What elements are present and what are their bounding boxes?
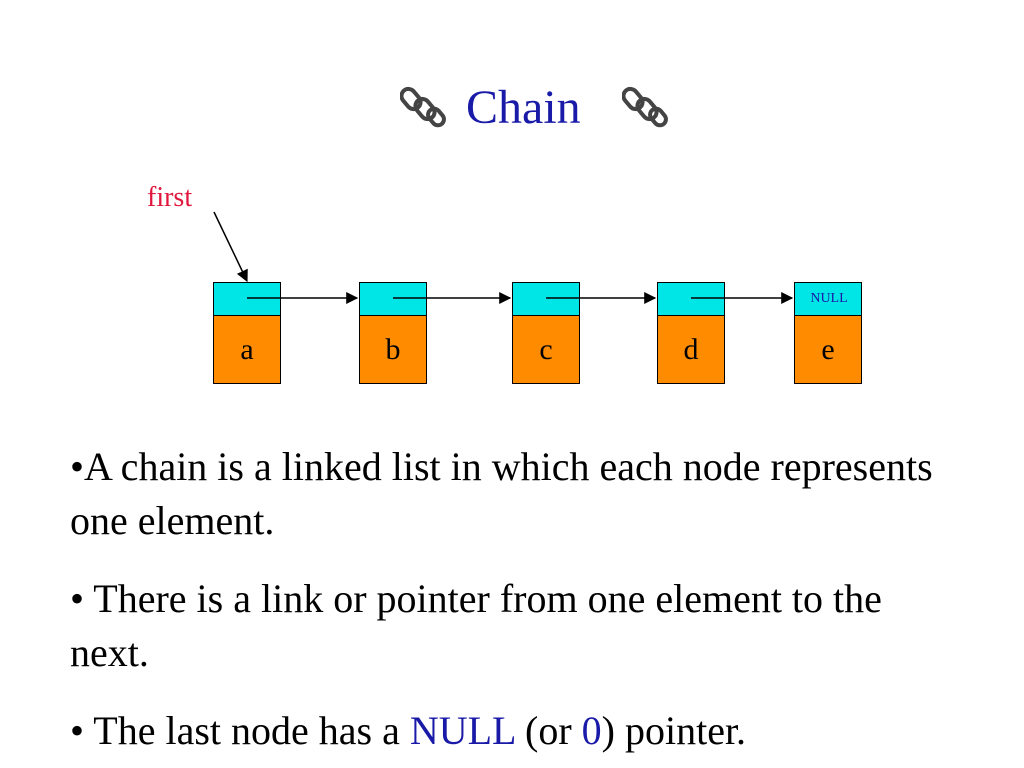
bullet-item: • There is a link or pointer from one el…: [70, 576, 882, 675]
bullet-text: • The last node has a: [70, 708, 410, 753]
node-pointer-field: NULL: [794, 282, 862, 316]
chain-link-icon: [400, 86, 446, 128]
bullet-item: •A chain is a linked list in which each …: [70, 444, 933, 543]
node-value: e: [794, 315, 862, 384]
first-arrow: [213, 211, 248, 283]
node-a: a: [213, 282, 281, 384]
null-pointer-label: NULL: [810, 291, 848, 306]
node-value: d: [657, 315, 725, 384]
node-d: d: [657, 282, 725, 384]
bullet-list: •A chain is a linked list in which each …: [70, 440, 970, 768]
node-value: a: [213, 315, 281, 384]
node-b: b: [359, 282, 427, 384]
slide-title: Chain: [466, 81, 581, 134]
null-term: NULL: [409, 708, 515, 753]
chain-link-icon: [622, 86, 668, 128]
node-pointer-field: [512, 282, 580, 316]
node-pointer-field: [359, 282, 427, 316]
bullet-text: (or: [515, 708, 582, 753]
title-row: Chain: [0, 78, 1024, 142]
bullet-text: ) pointer.: [601, 708, 747, 753]
bullet-item: • The last node has a NULL (or 0) pointe…: [70, 704, 970, 758]
first-pointer-label: first: [147, 182, 193, 213]
node-pointer-field: [213, 282, 281, 316]
linked-list-diagram: first a b c d NULL e: [147, 182, 862, 384]
node-c: c: [512, 282, 580, 384]
node-pointer-field: [657, 282, 725, 316]
link-arrows: [213, 211, 794, 304]
zero-term: 0: [581, 708, 602, 753]
node-value: b: [359, 315, 427, 384]
node-value: c: [512, 315, 580, 384]
node-e: NULL e: [794, 282, 862, 384]
